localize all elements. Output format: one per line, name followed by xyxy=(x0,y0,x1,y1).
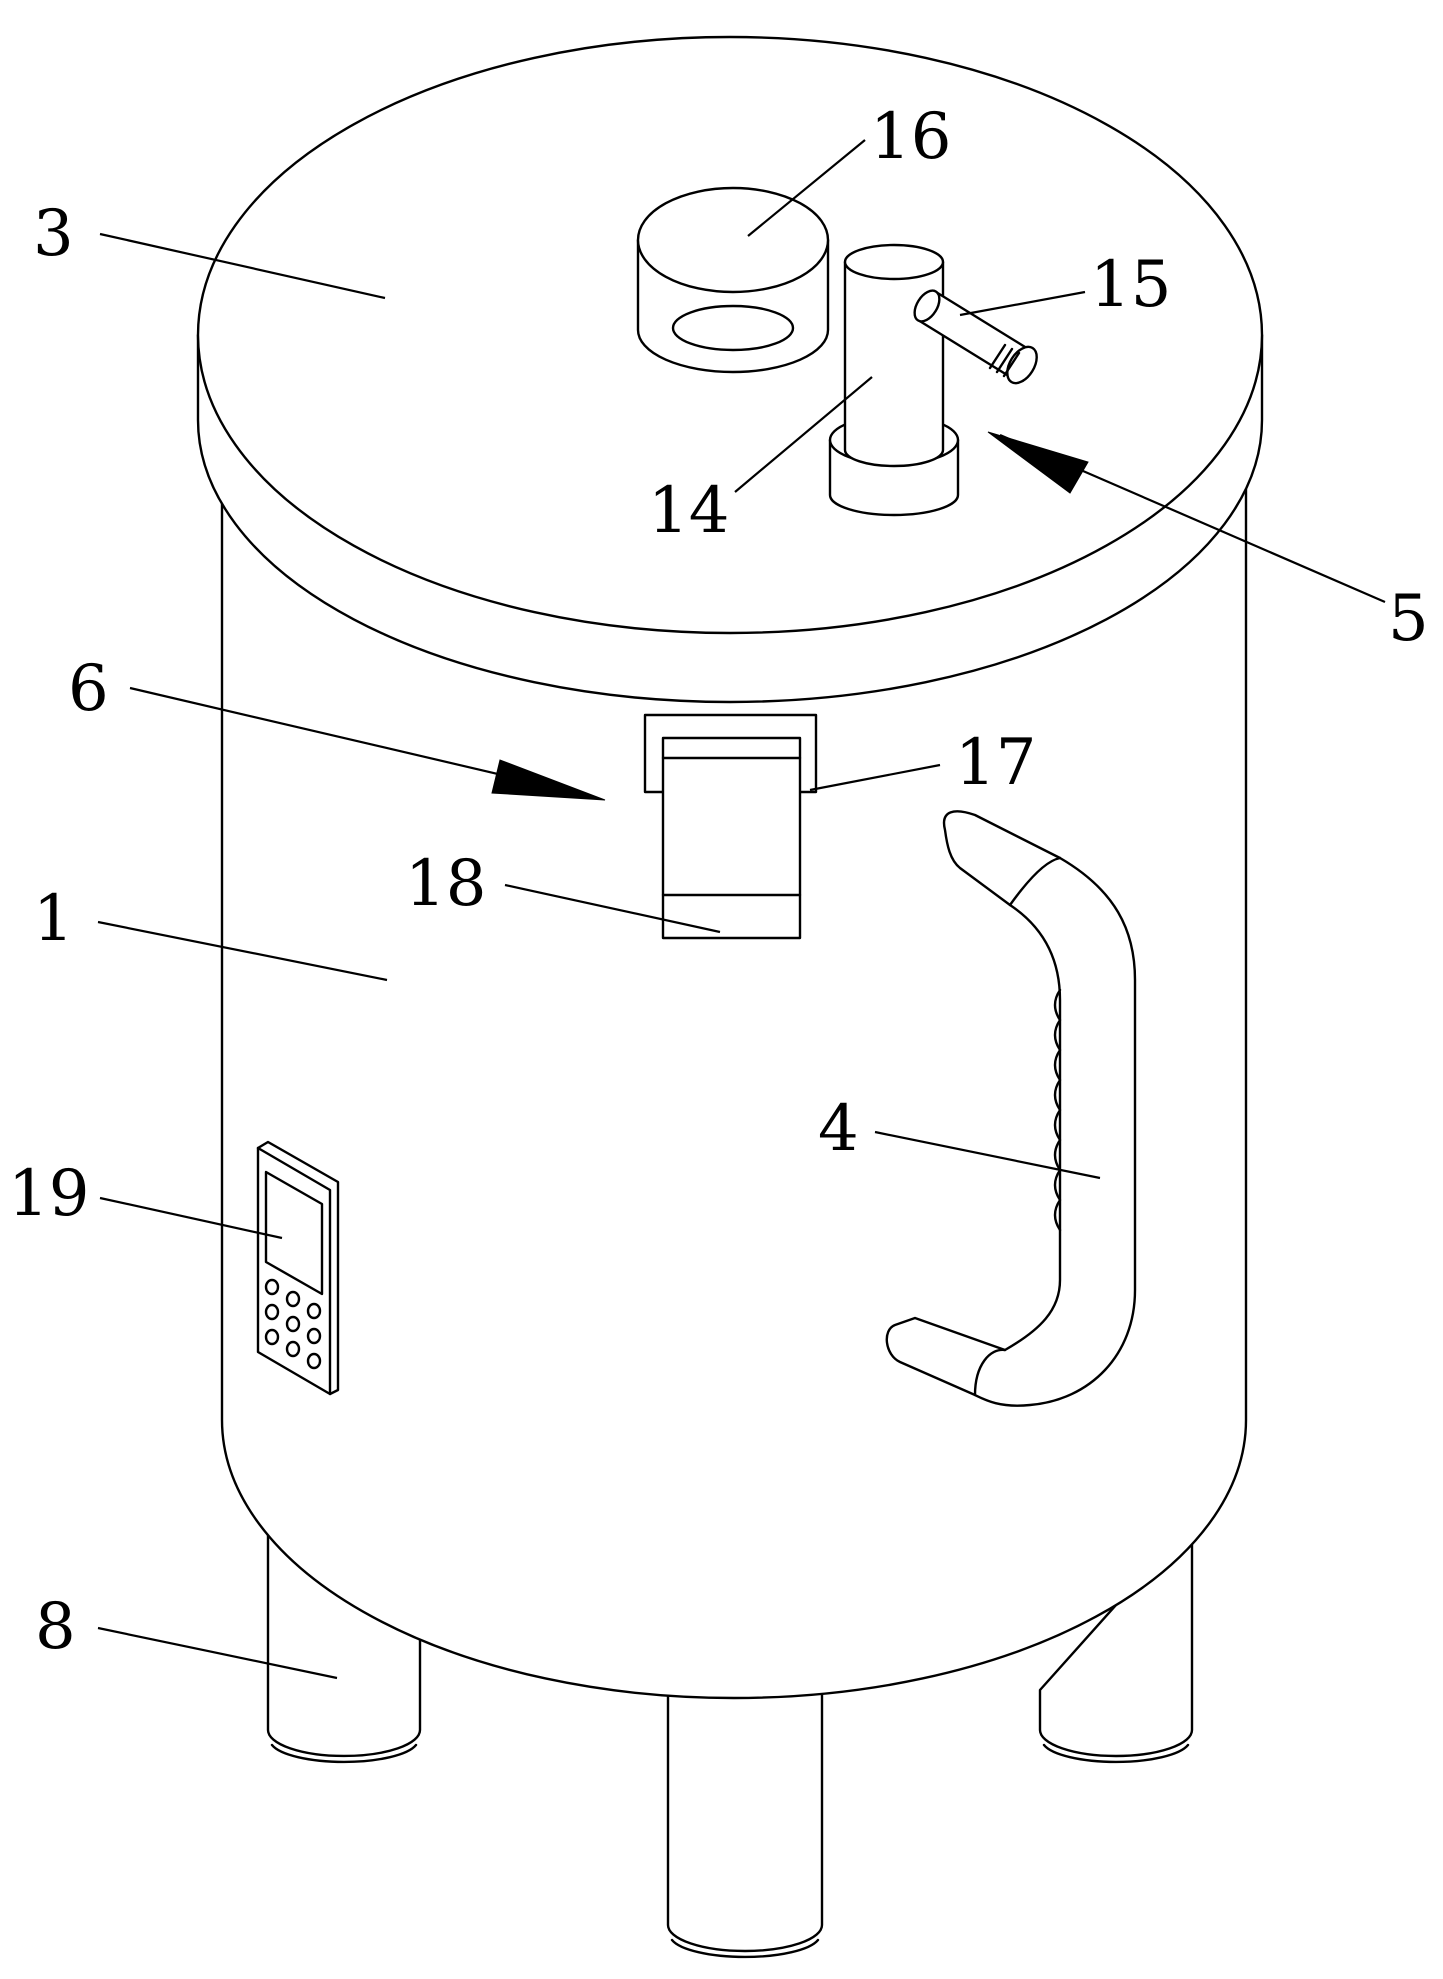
leader-4 xyxy=(874,1130,1101,1180)
label-6: 6 xyxy=(68,652,109,726)
leader-17 xyxy=(809,763,941,792)
label-1: 1 xyxy=(33,882,74,956)
side-nozzle xyxy=(913,289,1038,385)
label-18: 18 xyxy=(405,847,486,921)
leader-1 xyxy=(97,920,388,982)
leader-18 xyxy=(504,883,721,934)
keypad xyxy=(264,1278,322,1370)
filler-cap xyxy=(636,186,830,374)
leg-front xyxy=(666,1688,824,1959)
side-handle xyxy=(885,810,1137,1407)
label-3: 3 xyxy=(33,197,74,271)
arrow-6 xyxy=(491,759,606,801)
lid-latch xyxy=(643,713,818,940)
leader-16 xyxy=(747,139,866,237)
leader-6 xyxy=(129,686,546,787)
label-19: 19 xyxy=(8,1157,89,1231)
arrow-5 xyxy=(987,431,1089,494)
label-17: 17 xyxy=(955,726,1036,800)
leader-15 xyxy=(959,290,1086,317)
label-4: 4 xyxy=(818,1092,859,1166)
leader-3 xyxy=(99,232,386,300)
label-16: 16 xyxy=(870,100,951,174)
leg-left xyxy=(266,1518,422,1764)
label-14: 14 xyxy=(648,474,729,548)
label-5: 5 xyxy=(1388,582,1429,656)
label-8: 8 xyxy=(35,1590,76,1664)
leader-8 xyxy=(97,1626,338,1680)
leader-19 xyxy=(99,1196,283,1240)
leader-lines xyxy=(97,139,1386,1680)
leader-14 xyxy=(734,376,873,493)
vent-pipe xyxy=(828,243,960,517)
label-15: 15 xyxy=(1090,248,1171,322)
control-panel xyxy=(256,1140,340,1396)
